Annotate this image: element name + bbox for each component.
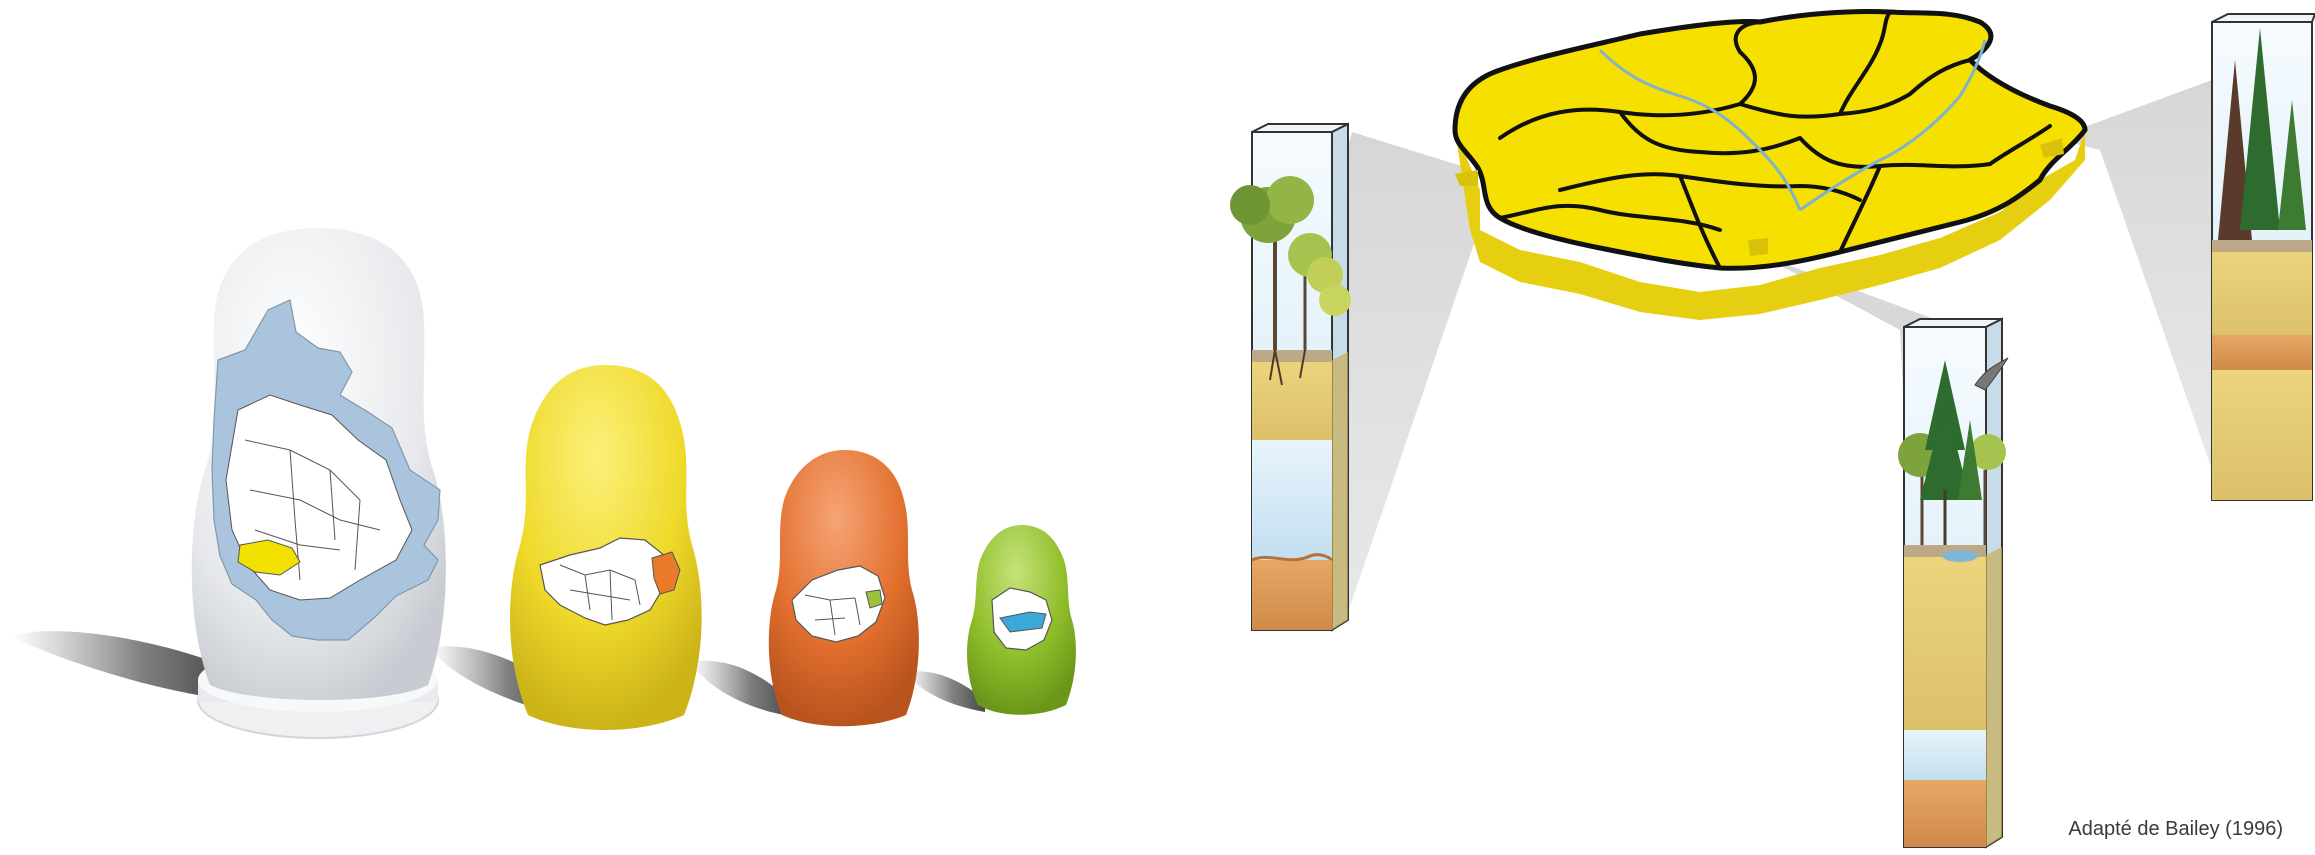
green-doll	[967, 525, 1076, 715]
right-column	[2212, 14, 2315, 500]
middle-column	[1898, 319, 2008, 847]
left-column	[1230, 124, 1351, 630]
ecoregion-map	[1455, 11, 2085, 320]
largest-doll	[192, 228, 446, 738]
orange-doll	[769, 450, 919, 726]
yellow-doll	[510, 365, 702, 730]
figure-credit: Adapté de Bailey (1996)	[2068, 818, 2283, 841]
